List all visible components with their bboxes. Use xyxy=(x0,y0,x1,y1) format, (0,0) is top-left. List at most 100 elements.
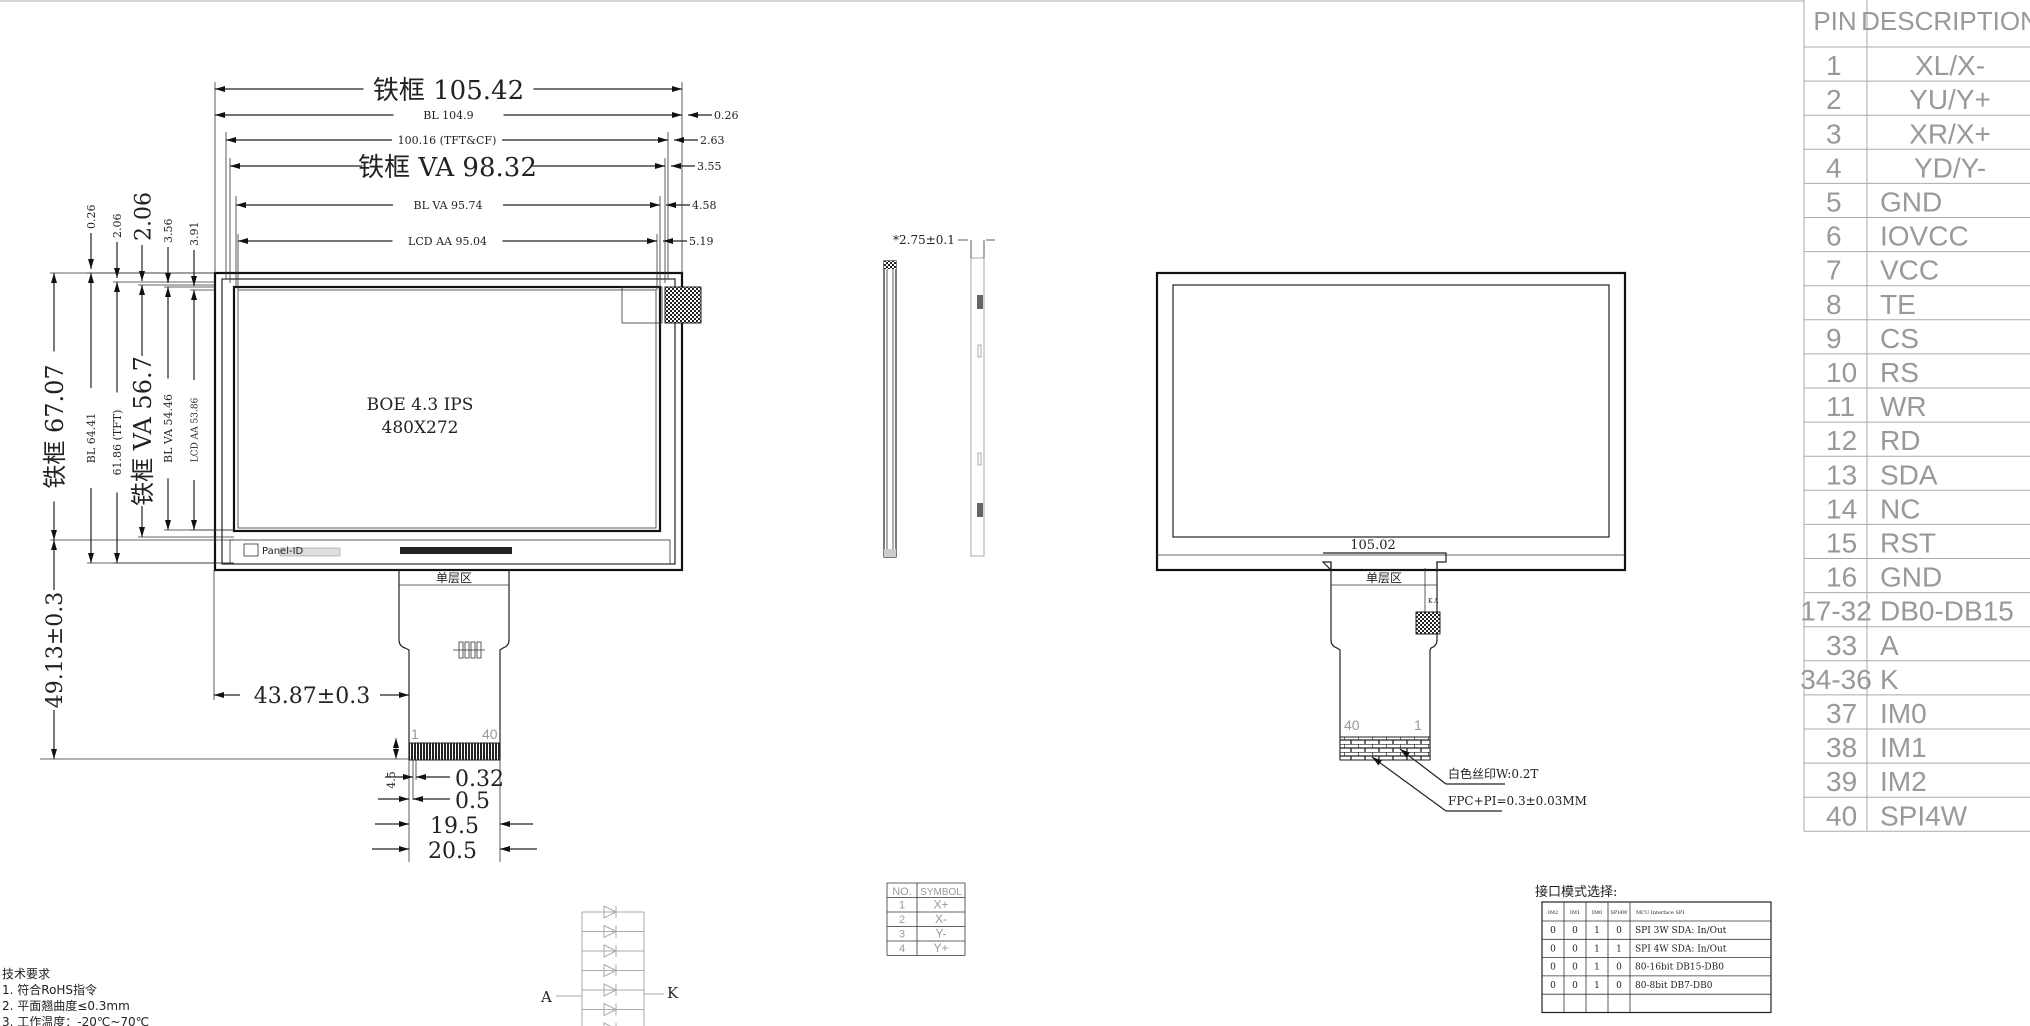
dimension-label: BL 64.41 xyxy=(85,413,98,463)
symbol-name: Y+ xyxy=(933,941,948,955)
dimension-label-bg xyxy=(83,388,99,488)
interface-table-title: 接口模式选择: xyxy=(1535,884,1617,900)
pin-description: SDA xyxy=(1880,459,1938,490)
pin-description: XL/X- xyxy=(1915,50,1985,81)
interface-cell: 1 xyxy=(1594,926,1600,936)
symbol-header-no: NO. xyxy=(892,886,912,898)
pin-description: CS xyxy=(1880,323,1919,354)
dimension-label: 铁框 105.42 xyxy=(373,76,524,106)
dimension-label: BL VA 95.74 xyxy=(413,199,482,212)
span-dim: 19.5 xyxy=(430,814,479,839)
pin-description: RST xyxy=(1880,528,1936,559)
anode-label: A xyxy=(540,988,552,1006)
symbol-name: X- xyxy=(935,912,947,926)
pin-number: 33 xyxy=(1826,630,1857,661)
symbol-name: X+ xyxy=(933,898,948,912)
offset-label: 2.06 xyxy=(111,214,124,239)
pin-number: 13 xyxy=(1826,459,1857,490)
pin-number: 34-36 xyxy=(1800,664,1872,695)
dimension-label: LCD AA 53.86 xyxy=(190,397,200,462)
pin-number: 11 xyxy=(1826,391,1855,422)
pin-number: 17-32 xyxy=(1800,596,1872,627)
offset-label: 3.55 xyxy=(697,160,722,173)
interface-cell: 0 xyxy=(1572,963,1578,973)
dimension-label: 61.86 (TFT) xyxy=(111,410,124,476)
led-diode-icon xyxy=(603,983,618,997)
offset-label: 0.26 xyxy=(85,205,98,230)
fpc-pin-1: 1 xyxy=(411,726,419,742)
pin-number: 37 xyxy=(1826,698,1857,729)
back-pin-1: 1 xyxy=(1414,717,1422,733)
interface-header: IM2 xyxy=(1548,910,1558,916)
pin-number: 3 xyxy=(1826,118,1842,149)
pin-description: TE xyxy=(1880,289,1916,320)
interface-cell: 1 xyxy=(1616,944,1622,954)
dimension-label-bg xyxy=(392,132,502,148)
contact-length-dim: 4.5 xyxy=(385,771,398,789)
interface-header: IM1 xyxy=(1570,910,1580,916)
interface-cell: 0 xyxy=(1616,981,1622,991)
symbol-no: 2 xyxy=(899,914,905,926)
k-label: K xyxy=(1428,598,1433,605)
side-view: *2.75±0.1 xyxy=(883,233,995,558)
pin-number: 1 xyxy=(1826,50,1842,81)
interface-cell: 0 xyxy=(1550,963,1556,973)
led-diode-icon xyxy=(603,1022,617,1026)
pin-description: DB0-DB15 xyxy=(1880,596,2014,627)
fpc-thickness-note: FPC+PI=0.3±0.03MM xyxy=(1448,794,1587,808)
offset-label: 2.63 xyxy=(700,134,725,147)
tech-req-item: 2. 平面翘曲度≤0.3mm xyxy=(2,998,130,1013)
width-dim: 20.5 xyxy=(428,839,477,864)
dimension-label: 铁框 VA 56.7 xyxy=(129,356,157,506)
offset-label: 5.19 xyxy=(689,235,714,248)
pin-description: K xyxy=(1880,664,1899,695)
fpc-front: 单层区 1 40 43.87±0.3 49.13±0.3 4.5 0.32 xyxy=(40,540,537,864)
interface-header: IM0 xyxy=(1592,910,1602,916)
symbol-no: 4 xyxy=(899,943,905,955)
pin-number: 38 xyxy=(1826,732,1857,763)
dimension-label-bg xyxy=(160,378,176,479)
dimension-label-bg xyxy=(393,107,504,123)
pin-description: WR xyxy=(1880,391,1927,422)
pin-description: A xyxy=(1880,630,1899,661)
dimension-label-bg xyxy=(40,351,68,502)
back-width-dim: 105.02 xyxy=(1350,538,1396,553)
pin-number: 7 xyxy=(1826,255,1842,286)
offset-label: 4.58 xyxy=(692,199,717,212)
interface-cell: 0 xyxy=(1550,944,1556,954)
pin-number: 12 xyxy=(1826,425,1857,456)
offset-label: 3.56 xyxy=(162,219,175,244)
dimension-label: LCD AA 95.04 xyxy=(408,235,487,248)
interface-cell: 0 xyxy=(1550,981,1556,991)
interface-cell: 1 xyxy=(1594,981,1600,991)
pin-number: 40 xyxy=(1826,800,1857,831)
tech-req-item: 3. 工作温度：-20℃~70℃ xyxy=(2,1014,149,1026)
tech-req-item: 1. 符合RoHS指令 xyxy=(2,982,97,997)
pin-description: XR/X+ xyxy=(1909,118,1991,149)
fpc-pin-40: 40 xyxy=(482,726,498,742)
symbol-no: 3 xyxy=(899,929,905,941)
pin-description: RS xyxy=(1880,357,1919,388)
pin-description: VCC xyxy=(1880,255,1939,286)
interface-header: MCU Interface SPI xyxy=(1636,910,1684,916)
pin-description: IM1 xyxy=(1880,732,1927,763)
fpc-height-dim: 49.13±0.3 xyxy=(43,592,68,708)
dimension-label-bg xyxy=(363,74,534,104)
dimension-label-bg xyxy=(109,392,125,493)
pin-number: 14 xyxy=(1826,493,1857,524)
panel-id-label: Panel-ID xyxy=(262,546,304,557)
pin-description: NC xyxy=(1880,493,1920,524)
led-diode-icon xyxy=(603,905,618,919)
pitch-width-dim: 0.32 xyxy=(455,767,504,792)
interface-cell: 0 xyxy=(1550,926,1556,936)
front-view: Panel-ID BOE 4.3 IPS 480X272 xyxy=(213,271,702,572)
thickness-dim: *2.75±0.1 xyxy=(893,233,955,247)
pin-description: YD/Y- xyxy=(1914,152,1986,183)
panel-resolution: 480X272 xyxy=(382,418,459,438)
offset-label: 2.06 xyxy=(131,192,156,241)
interface-cell: 1 xyxy=(1594,963,1600,973)
interface-cell: 0 xyxy=(1616,963,1622,973)
